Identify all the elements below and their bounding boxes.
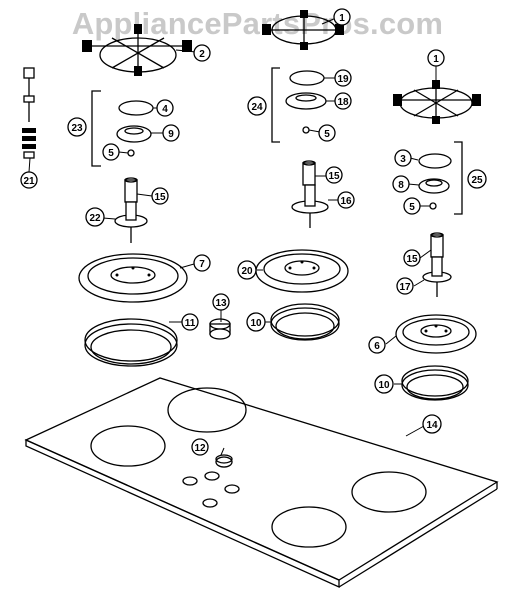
control-knob bbox=[215, 454, 233, 468]
cooktop-panel bbox=[24, 377, 499, 589]
burner-base-left bbox=[78, 253, 188, 303]
burner-cap-kit-center bbox=[271, 67, 327, 143]
svg-text:25: 25 bbox=[471, 175, 483, 186]
burner-hole-front-right bbox=[271, 506, 347, 548]
callout-4: 4 bbox=[156, 99, 174, 117]
callout-17: 17 bbox=[396, 277, 414, 295]
svg-text:11: 11 bbox=[185, 318, 196, 329]
svg-text:21: 21 bbox=[23, 176, 35, 187]
svg-text:12: 12 bbox=[194, 443, 206, 454]
trim-ring-right bbox=[401, 365, 469, 401]
callout-23: 23 bbox=[67, 117, 87, 137]
callout-16: 16 bbox=[337, 191, 355, 209]
svg-text:22: 22 bbox=[89, 213, 101, 224]
burner-hole-front-left bbox=[90, 425, 166, 467]
svg-text:4: 4 bbox=[162, 104, 168, 115]
knob-hole bbox=[224, 484, 240, 494]
svg-text:17: 17 bbox=[399, 282, 411, 293]
callout-22: 22 bbox=[85, 207, 105, 227]
callout-1-right: 1 bbox=[427, 49, 445, 67]
trim-ring-left bbox=[84, 318, 178, 367]
callout-7: 7 bbox=[193, 254, 211, 272]
svg-text:23: 23 bbox=[71, 123, 83, 134]
callout-10-center: 10 bbox=[246, 312, 266, 332]
callout-5-right: 5 bbox=[403, 197, 421, 215]
callout-5-center: 5 bbox=[318, 124, 336, 142]
callout-15-right: 15 bbox=[403, 249, 421, 267]
knob-hole bbox=[204, 471, 220, 481]
burner-base-center bbox=[255, 249, 349, 293]
svg-text:5: 5 bbox=[108, 148, 114, 159]
callout-21: 21 bbox=[20, 171, 38, 189]
svg-text:20: 20 bbox=[241, 266, 253, 277]
svg-text:5: 5 bbox=[409, 202, 415, 213]
svg-text:24: 24 bbox=[251, 102, 263, 113]
knob-hole bbox=[182, 476, 198, 486]
callout-24: 24 bbox=[247, 96, 267, 116]
svg-text:8: 8 bbox=[398, 180, 404, 191]
svg-text:1: 1 bbox=[433, 54, 439, 65]
knob-cap bbox=[209, 318, 231, 340]
callout-9: 9 bbox=[162, 124, 180, 142]
callout-25: 25 bbox=[467, 169, 487, 189]
svg-text:15: 15 bbox=[406, 254, 418, 265]
burner-head-right bbox=[422, 232, 452, 297]
callout-1-center: 1 bbox=[333, 8, 351, 26]
burner-head-center bbox=[291, 160, 329, 228]
leader-lines bbox=[28, 17, 437, 456]
callout-6: 6 bbox=[368, 336, 386, 354]
svg-text:15: 15 bbox=[154, 192, 166, 203]
burner-base-right bbox=[395, 314, 477, 354]
svg-text:3: 3 bbox=[400, 154, 406, 165]
svg-text:10: 10 bbox=[378, 380, 390, 391]
knob-hole bbox=[202, 498, 218, 508]
svg-text:10: 10 bbox=[250, 318, 262, 329]
burner-cap-kit-left bbox=[91, 90, 154, 167]
burner-cap-kit-right bbox=[418, 141, 463, 215]
trim-ring-center bbox=[270, 303, 340, 341]
burner-hole-rear-right bbox=[351, 471, 427, 513]
callout-10-right: 10 bbox=[374, 374, 394, 394]
burner-head-left bbox=[114, 177, 148, 243]
svg-text:16: 16 bbox=[340, 196, 352, 207]
burner-grate-right bbox=[393, 80, 481, 124]
svg-text:13: 13 bbox=[215, 298, 227, 309]
svg-text:19: 19 bbox=[337, 74, 349, 85]
callout-12: 12 bbox=[191, 438, 209, 456]
callout-14: 14 bbox=[422, 414, 442, 434]
callout-11: 11 bbox=[181, 313, 199, 331]
svg-text:2: 2 bbox=[199, 49, 205, 60]
callout-15-left: 15 bbox=[151, 187, 169, 205]
svg-text:5: 5 bbox=[324, 129, 330, 140]
callout-13: 13 bbox=[212, 293, 230, 311]
callout-5-left: 5 bbox=[102, 143, 120, 161]
callout-15-center: 15 bbox=[325, 166, 343, 184]
callout-2: 2 bbox=[193, 44, 211, 62]
burner-grate-left bbox=[82, 24, 192, 76]
spark-igniter-assembly bbox=[22, 67, 36, 159]
svg-text:15: 15 bbox=[328, 171, 340, 182]
svg-text:7: 7 bbox=[199, 259, 205, 270]
callout-19: 19 bbox=[334, 69, 352, 87]
callout-8: 8 bbox=[392, 175, 410, 193]
svg-text:14: 14 bbox=[426, 420, 438, 431]
callout-20: 20 bbox=[237, 260, 257, 280]
burner-grate-center bbox=[262, 10, 344, 50]
callout-3: 3 bbox=[394, 149, 412, 167]
svg-text:1: 1 bbox=[339, 13, 345, 24]
svg-text:9: 9 bbox=[168, 129, 174, 140]
svg-text:6: 6 bbox=[374, 341, 380, 352]
svg-text:18: 18 bbox=[337, 97, 349, 108]
callout-18: 18 bbox=[334, 92, 352, 110]
burner-hole-rear-left bbox=[167, 387, 247, 433]
